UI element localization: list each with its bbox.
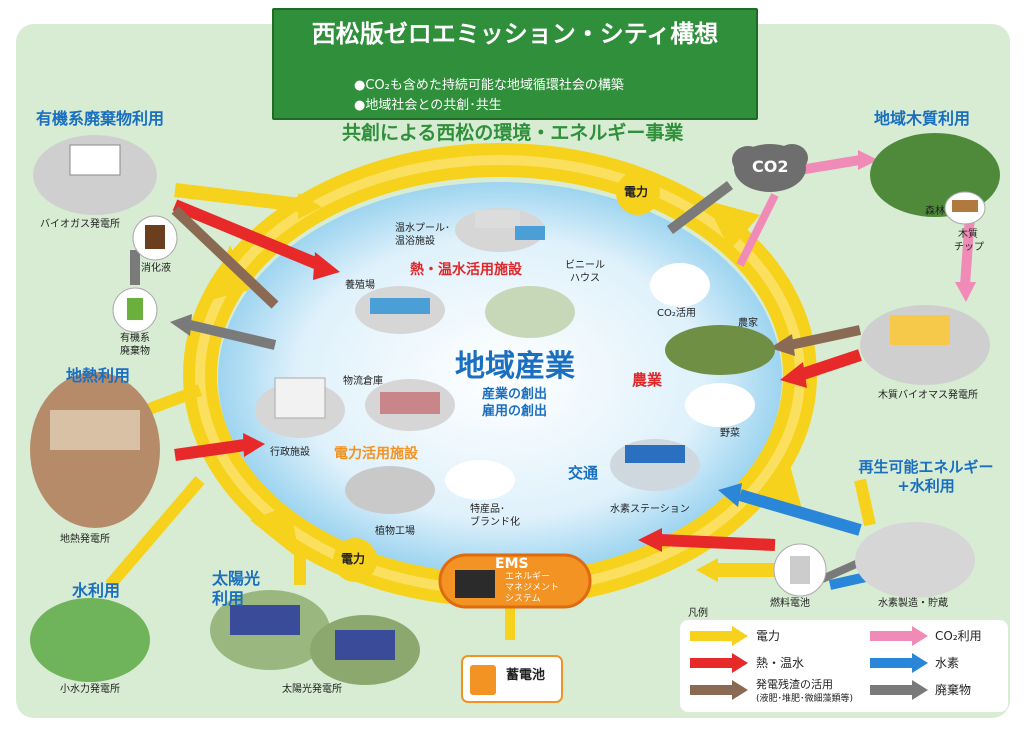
specialty-products-illustration — [445, 460, 515, 500]
hydrogen-plant-illustration — [855, 522, 975, 598]
greenhouse-illustration — [485, 286, 575, 338]
power-facilities-heading: 電力活用施設 — [334, 446, 418, 462]
label-wood-plant: 木質バイオマス発電所 — [878, 390, 978, 401]
label-biogas: バイオガス発電所 — [40, 219, 120, 230]
legend-arrow-co2 — [870, 626, 928, 646]
label-organic-waste-2: 廃棄物 — [120, 346, 150, 357]
legend-label-hydrogen: 水素 — [935, 656, 960, 670]
ring-arrowhead — [250, 505, 300, 560]
label-h2-station: 水素ステーション — [610, 504, 690, 515]
legend-arrow-residue — [690, 680, 748, 700]
transport-heading: 交通 — [568, 464, 599, 482]
label-aquaculture: 養殖場 — [345, 280, 375, 291]
label-forest: 森林 — [925, 206, 945, 217]
section-solar-1: 太陽光 — [212, 569, 261, 588]
center-title: 地域産業 — [455, 349, 575, 384]
label-vegetables: 野菜 — [720, 428, 740, 439]
battery-label: 蓄電池 — [506, 668, 546, 683]
section-solar-2: 利用 — [212, 589, 245, 608]
legend-label-residue-sub: (液肥･堆肥･微細藻類等) — [756, 694, 854, 704]
section-renewable-1: 再生可能エネルギー — [858, 458, 994, 476]
label-organic-waste-1: 有機系 — [120, 333, 150, 344]
legend-arrow-heat — [690, 653, 748, 673]
label-farmer: 農家 — [738, 318, 758, 329]
plant-factory-illustration — [345, 466, 435, 514]
hydro-plant-illustration — [30, 598, 150, 682]
center-sub-2: 雇用の創出 — [482, 404, 548, 419]
power-badge-top — [616, 171, 660, 215]
vegetables-illustration — [685, 383, 755, 427]
bullet-2: ●地域社会との共創･共生 — [354, 98, 502, 113]
label-geothermal-plant: 地熱発電所 — [60, 534, 110, 545]
agri-heading: 農業 — [632, 371, 663, 389]
power-badge-bottom-label: 電力 — [341, 552, 366, 566]
label-admin: 行政施設 — [270, 447, 310, 458]
section-geothermal: 地熱利用 — [66, 366, 131, 385]
heat-facilities-heading: 熱・温水活用施設 — [410, 262, 522, 278]
section-water: 水利用 — [72, 581, 121, 600]
ems-line-3: システム — [505, 594, 541, 604]
hydrogen-arrow — [738, 489, 862, 536]
ems-line-2: マネジメント — [505, 583, 560, 593]
legend-arrow-power — [690, 626, 748, 646]
section-renewable-2: +水利用 — [897, 477, 955, 495]
label-fuel-cell: 燃料電池 — [770, 598, 810, 609]
legend-arrow-waste — [870, 680, 928, 700]
label-hydro-plant: 小水力発電所 — [60, 684, 120, 695]
co2-cloud-label: CO2 — [752, 157, 789, 176]
label-specialty-2: ブランド化 — [470, 517, 520, 528]
legend-label-heat: 熱・温水 — [756, 656, 805, 670]
label-h2-production: 水素製造・貯蔵 — [878, 598, 948, 609]
legend-label-co2: CO₂利用 — [935, 629, 982, 643]
legend-label-power: 電力 — [756, 629, 781, 643]
section-organic: 有機系廃棄物利用 — [36, 109, 165, 128]
label-pool-2: 温浴施設 — [395, 236, 435, 247]
legend-arrow-hydrogen — [870, 653, 928, 673]
label-logistics: 物流倉庫 — [343, 376, 383, 387]
legend-swatches — [690, 626, 928, 700]
power-badge-top-label: 電力 — [624, 185, 649, 199]
center-sub-1: 産業の創出 — [482, 387, 548, 402]
power-arrow — [174, 183, 301, 212]
label-co2-use: CO₂活用 — [657, 308, 696, 319]
co2-arrow — [799, 155, 861, 175]
section-wood: 地域木質利用 — [874, 109, 971, 128]
bullet-1: ●CO₂も含めた持続可能な地域循環社会の構築 — [354, 78, 624, 93]
legend-label-waste: 廃棄物 — [935, 683, 972, 697]
page-title: 西松版ゼロエミッション・シティ構想 — [311, 20, 719, 48]
title-subtext — [344, 68, 684, 116]
label-plant-factory: 植物工場 — [375, 526, 415, 537]
heat-arrow — [172, 199, 323, 271]
ems-title: EMS — [495, 556, 529, 572]
legend: 凡例 電力 CO₂利用 熱・温水 水素 発電残渣の活用 (液肥･堆肥･微細藻類等… — [680, 608, 1008, 712]
co2-cloud-icon — [732, 144, 808, 192]
label-specialty-1: 特産品･ — [470, 504, 505, 515]
power-badge-bottom — [333, 538, 377, 582]
ring-arrowhead — [705, 200, 760, 250]
label-chip-1: 木質 — [958, 229, 978, 240]
label-digestate: 消化液 — [141, 263, 171, 274]
ring-title: 共創による西松の環境・エネルギー事業 — [342, 122, 684, 144]
ring-arrowhead — [210, 245, 250, 300]
label-pool-1: 温水プール･ — [395, 223, 450, 234]
ems-line-1: エネルギー — [505, 572, 551, 582]
title-banner: 西松版ゼロエミッション・シティ構想 ●CO₂も含めた持続可能な地域循環社会の構築… — [272, 8, 758, 120]
label-greenhouse-2: ハウス — [570, 273, 600, 284]
label-greenhouse-1: ビニール — [565, 260, 605, 271]
legend-title: 凡例 — [688, 608, 708, 619]
legend-label-residue: 発電残渣の活用 — [756, 678, 833, 691]
farm-illustration — [665, 325, 775, 375]
residue-arrow — [171, 206, 279, 309]
label-chip-2: チップ — [954, 242, 984, 253]
co2-use-illustration — [650, 263, 710, 307]
label-solar-plant: 太陽光発電所 — [282, 684, 342, 695]
